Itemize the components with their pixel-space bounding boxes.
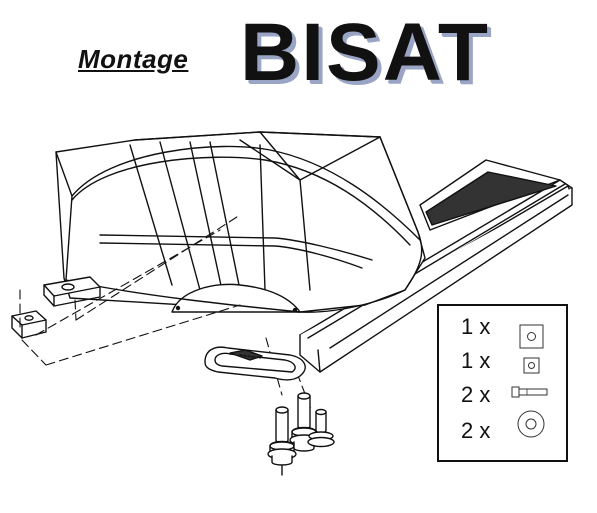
square-washer-small-icon [523, 357, 540, 374]
parts-list-box: 1 x 1 x 2 x 2 x [437, 304, 568, 462]
bolt-icon [511, 386, 548, 398]
roof-rail [299, 159, 573, 373]
square-washer-large-icon [519, 324, 544, 349]
bolt-third [307, 408, 335, 448]
part-qty-4: 2 x [461, 418, 491, 443]
square-nut-upper [43, 276, 101, 307]
product-title: BISAT [240, 7, 490, 98]
bike-support-bracket [55, 131, 426, 313]
part-qty-2: 1 x [461, 348, 491, 373]
part-qty-1: 1 x [461, 314, 491, 339]
rail-clamp [204, 346, 306, 381]
assembly-guides [19, 214, 313, 413]
bolt-left [267, 406, 297, 476]
square-nut-lower [11, 310, 47, 339]
montage-heading: Montage [78, 44, 189, 74]
part-qty-3: 2 x [461, 382, 491, 407]
round-washer-icon [517, 410, 545, 438]
